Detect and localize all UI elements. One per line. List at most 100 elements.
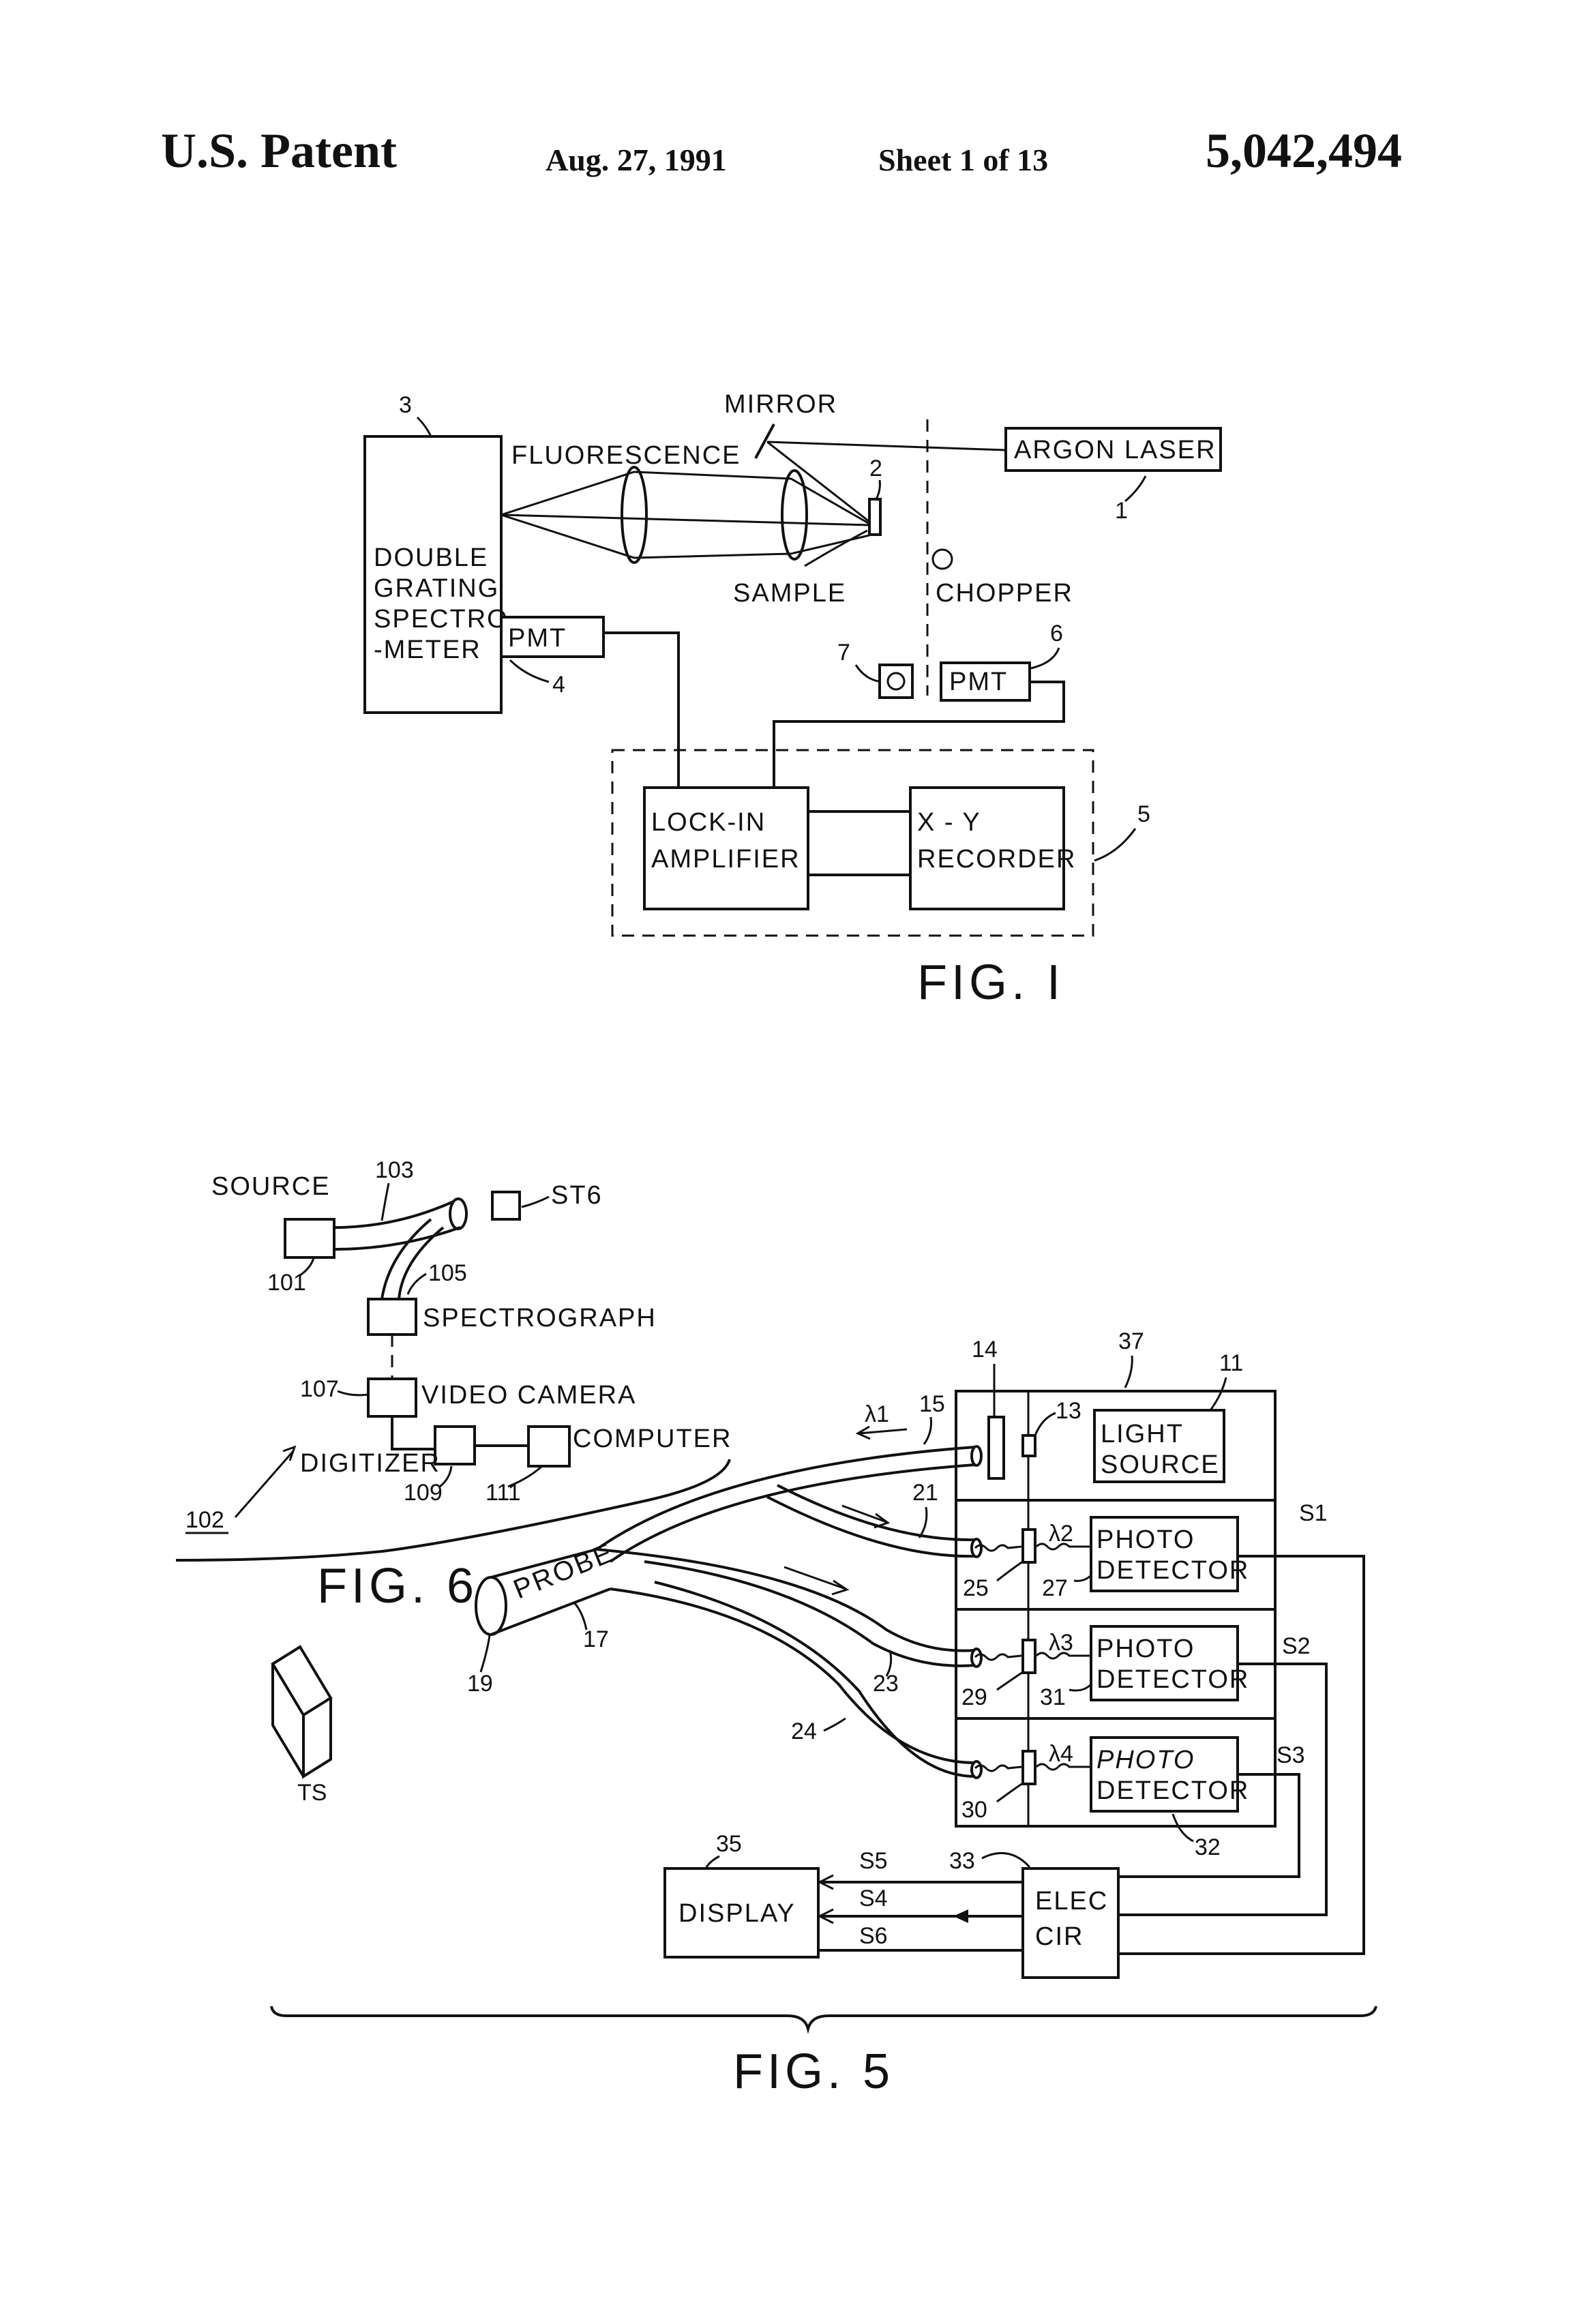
fig6-diagram: SOURCE 103 101 ST6 105 SPECTROGRAPH VIDE… — [176, 1157, 732, 1613]
direction-arrow — [842, 1506, 886, 1522]
filter-14 — [989, 1417, 1004, 1478]
leader-line — [481, 1635, 490, 1672]
arrow-line — [235, 1451, 293, 1517]
target-label: TS — [297, 1780, 327, 1806]
electronic-circuit-label: CIR — [1035, 1922, 1084, 1951]
leader-line — [1031, 648, 1059, 668]
ref-109: 109 — [404, 1480, 443, 1506]
photo-detector-label: DETECTOR — [1096, 1665, 1249, 1694]
probe-tip-19 — [476, 1577, 506, 1635]
wavelength-2: λ2 — [1049, 1521, 1073, 1547]
wavelength-4: λ4 — [1049, 1741, 1073, 1767]
pmt-right-label: PMT — [949, 668, 1008, 696]
target-sample — [273, 1647, 331, 1715]
leader-line — [856, 665, 878, 681]
spectrometer-label: GRATING — [374, 574, 499, 603]
chopper-element — [933, 550, 952, 569]
fiber-end — [972, 1761, 981, 1778]
leader-line — [1074, 1575, 1091, 1581]
leader-line — [876, 480, 880, 499]
fig1-diagram: DOUBLE GRATING SPECTRO -METER 3 PMT 4 FL… — [365, 390, 1221, 1010]
photo-detector-label: PHOTO — [1096, 1635, 1195, 1663]
wavelength-3: λ3 — [1049, 1630, 1073, 1656]
spectrometer-label: -METER — [374, 636, 481, 664]
lock-in-amplifier-label: LOCK-IN — [651, 808, 766, 837]
video-camera-box — [368, 1379, 416, 1416]
fiber-24 — [655, 1582, 975, 1776]
filter-30 — [1023, 1751, 1035, 1784]
fig5-caption: FIG. 5 — [733, 2044, 894, 2099]
leader-line — [997, 1562, 1023, 1581]
computer-label: COMPUTER — [573, 1425, 732, 1453]
signal-s6: S6 — [859, 1923, 888, 1949]
beam-line — [501, 515, 869, 525]
leader-line — [924, 1417, 931, 1444]
leader-line — [417, 417, 431, 436]
fiber-end — [972, 1446, 981, 1465]
source-box — [285, 1219, 334, 1257]
target-sample — [273, 1664, 303, 1776]
leader-line — [574, 1603, 586, 1630]
beam-line — [501, 515, 869, 558]
signal-s5: S5 — [859, 1848, 888, 1874]
signal-s2: S2 — [1282, 1633, 1311, 1659]
fiber-23 — [597, 1549, 975, 1651]
direction-arrow — [859, 1429, 907, 1433]
ref-15: 15 — [919, 1391, 945, 1417]
xy-recorder-label: X - Y — [917, 808, 981, 837]
display-label: DISPLAY — [678, 1899, 796, 1928]
ref-4: 4 — [552, 672, 565, 698]
photo-detector-label: PHOTO — [1096, 1746, 1195, 1774]
standard-box — [492, 1192, 520, 1219]
leader-line — [510, 660, 549, 682]
fiber-21 — [777, 1485, 975, 1540]
ref-101: 101 — [267, 1270, 306, 1296]
ref-2: 2 — [869, 456, 882, 481]
target-sample — [303, 1698, 331, 1776]
fluorescence-label: FLUORESCENCE — [511, 441, 741, 470]
figure-brace — [271, 2006, 1376, 2029]
ref-23: 23 — [873, 1671, 899, 1697]
sample-element — [869, 499, 880, 535]
digitizer-label: DIGITIZER — [300, 1449, 441, 1478]
arrow-head — [283, 1447, 295, 1461]
signal-s1: S1 — [1299, 1500, 1328, 1526]
reference-detector — [880, 665, 912, 698]
mirror-label: MIRROR — [724, 390, 837, 419]
pmt-left-label: PMT — [508, 624, 567, 653]
ref-3: 3 — [399, 392, 412, 418]
computer-box — [528, 1427, 569, 1466]
light-source-label: LIGHT — [1101, 1420, 1184, 1448]
ref-19: 19 — [467, 1671, 493, 1697]
ref-30: 30 — [961, 1797, 987, 1823]
ref-31: 31 — [1040, 1684, 1066, 1710]
ref-17: 17 — [583, 1626, 609, 1652]
spectrograph-box — [368, 1299, 416, 1335]
ref-24: 24 — [791, 1718, 817, 1744]
photo-detector-label: DETECTOR — [1096, 1556, 1249, 1585]
figure-brace — [176, 1459, 730, 1560]
electronic-circuit-label: ELEC — [1035, 1887, 1108, 1916]
source-label: SOURCE — [211, 1172, 331, 1201]
lens-13 — [1023, 1435, 1035, 1456]
ref-14: 14 — [972, 1337, 998, 1362]
ref-35: 35 — [716, 1831, 742, 1857]
spectrograph-label: SPECTROGRAPH — [423, 1304, 657, 1332]
ref-29: 29 — [961, 1684, 987, 1710]
ref-7: 7 — [837, 640, 850, 666]
ref-25: 25 — [963, 1575, 989, 1601]
laser-beam — [767, 442, 1006, 450]
leader-line — [1125, 476, 1146, 501]
wire — [603, 633, 678, 791]
signal-s3: S3 — [1277, 1742, 1305, 1768]
leader-line — [824, 1718, 846, 1731]
ref-11: 11 — [1219, 1350, 1243, 1376]
leader-line — [508, 1466, 542, 1487]
spectrometer-label: SPECTRO — [374, 605, 509, 634]
digitizer-box — [435, 1427, 475, 1464]
ref-105: 105 — [428, 1260, 467, 1286]
ref-13: 13 — [1056, 1398, 1081, 1424]
leader-line — [919, 1507, 927, 1538]
ref-5: 5 — [1137, 801, 1150, 827]
